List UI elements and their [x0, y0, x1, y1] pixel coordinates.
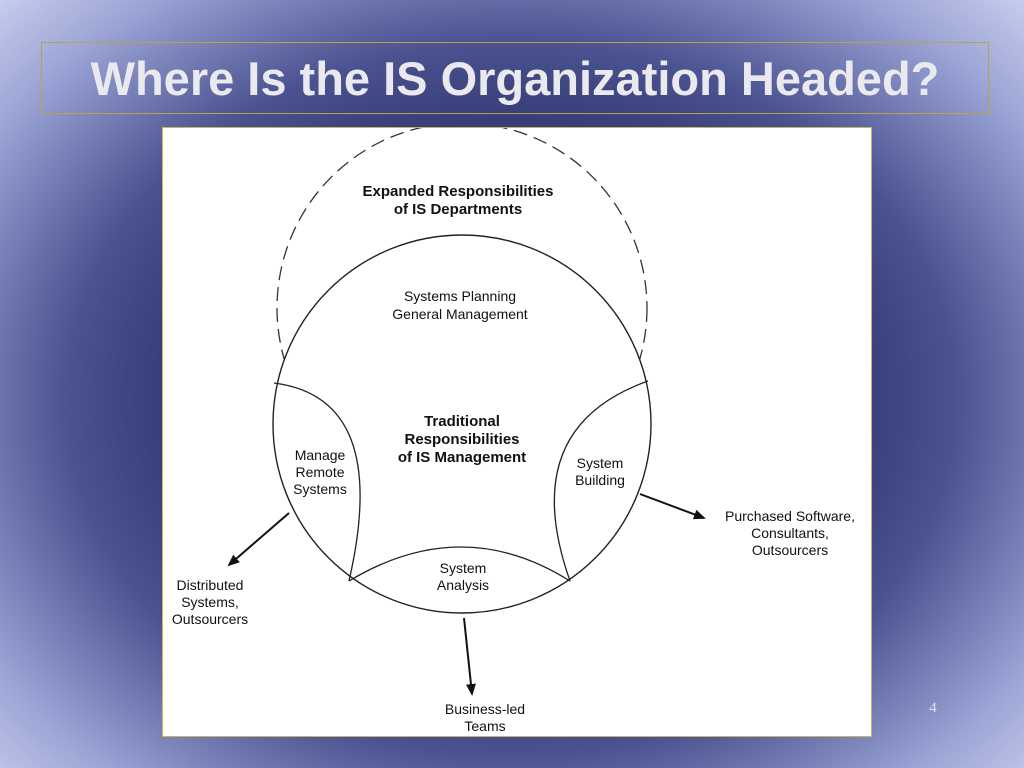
purchased-label-line3: Outsourcers — [752, 542, 828, 558]
system-analysis-arc — [348, 546, 571, 582]
distributed-label-line3: Outsourcers — [172, 611, 248, 627]
title-box: Where Is the IS Organization Headed? — [41, 42, 989, 114]
traditional-label-line1: Traditional — [424, 413, 500, 430]
manage-remote-label-line3: Systems — [293, 481, 347, 497]
system-analysis-label-line1: System — [440, 560, 487, 576]
traditional-label-line2: Responsibilities — [404, 431, 519, 448]
expanded-responsibilities-circle — [276, 128, 648, 494]
planning-label-line2: General Management — [392, 306, 528, 322]
diagram-panel: Expanded Responsibilities of IS Departme… — [162, 127, 872, 737]
manage-remote-label-line2: Remote — [295, 464, 344, 480]
expanded-label-line1: Expanded Responsibilities — [363, 183, 554, 200]
system-building-label-line1: System — [577, 455, 624, 471]
distributed-label-line2: Systems, — [181, 594, 239, 610]
business-led-label-line2: Teams — [464, 718, 505, 734]
arrow-to-business-led-teams — [463, 617, 476, 696]
traditional-label-line3: of IS Management — [398, 449, 526, 466]
traditional-responsibilities-circle — [272, 234, 652, 614]
business-led-label-line1: Business-led — [445, 701, 525, 717]
arrow-to-purchased-software — [639, 493, 706, 520]
manage-remote-systems-arc — [273, 382, 361, 582]
arrow-to-distributed-systems — [227, 512, 290, 567]
manage-remote-label-line1: Manage — [295, 447, 346, 463]
purchased-label-line1: Purchased Software, — [725, 508, 855, 524]
page-number: 4 — [929, 700, 937, 716]
slide-title: Where Is the IS Organization Headed? — [90, 51, 940, 105]
expanded-label-line2: of IS Departments — [394, 201, 522, 218]
system-building-arc — [553, 380, 649, 582]
system-analysis-label-line2: Analysis — [437, 577, 489, 593]
is-organization-diagram: Expanded Responsibilities of IS Departme… — [172, 128, 855, 734]
planning-label-line1: Systems Planning — [404, 288, 516, 304]
system-building-label-line2: Building — [575, 472, 625, 488]
purchased-label-line2: Consultants, — [751, 525, 829, 541]
distributed-label-line1: Distributed — [177, 577, 244, 593]
